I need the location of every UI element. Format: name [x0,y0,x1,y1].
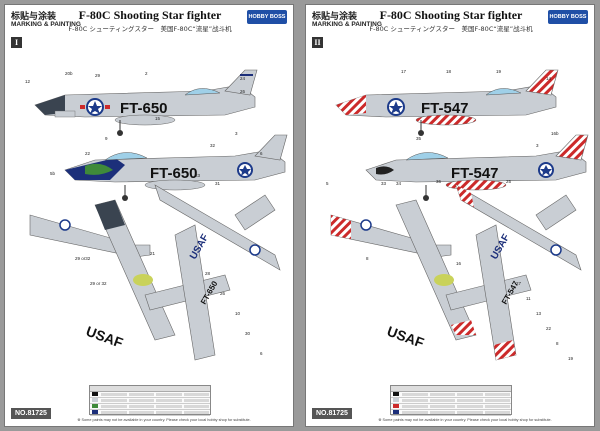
callout-23: 6 [260,351,263,356]
callout-13: 8 [366,256,369,261]
side-view-upper: FT-547 [335,69,559,136]
callout-1: 17 [401,69,407,74]
callout-5: 16b [551,131,559,136]
callout-9: 5b [50,171,56,176]
callout-10: 35 [416,136,422,141]
sheet-subtitle: F-80C シューティングスター 美国F-80C“流星”战斗机 [369,25,533,33]
callout-1: 12 [25,79,31,84]
callout-11: 36 [436,179,442,184]
side-view-lower: FT-547 [365,134,589,201]
aircraft-illustration: FT-547 FT-547 USAF [326,69,589,361]
hobbyboss-logo: HOBBY BOSS [247,10,287,24]
disclaimer: ※ Some paints may not be available in yo… [378,418,552,422]
header-english: MARKING & PAINTING [312,21,382,28]
header-english: MARKING & PAINTING [11,21,81,28]
callout-13: 22 [85,151,91,156]
callout-20: 19 [568,356,574,361]
callout-11: 9 [105,136,108,141]
footer: NO.81725 ※ Some paints may not be availa… [310,385,590,423]
top-view-right: USAF FT-650 [154,184,281,361]
color-table [89,385,211,416]
fuselage-code: FT-650 [120,100,168,117]
marking-sheet-1: 标贴与涂装 MARKING & PAINTING F-80C Shooting … [4,4,294,427]
callout-16: 29 or32 [75,256,91,261]
callout-7: 5 [326,181,329,186]
callout-3: 29 [95,73,101,78]
callout-15: 31 [215,181,221,186]
callout-16: 11 [526,296,531,301]
sheet-title: F-80C Shooting Star fighter [379,8,523,22]
callout-9: 34 [396,181,402,186]
callout-21: 10 [235,311,241,316]
fuselage-code: FT-547 [421,100,469,117]
callout-8: 33 [381,181,387,186]
callout-17: 29 or 32 [90,281,107,286]
callout-2: 18 [446,69,452,74]
header-chinese: 标贴与涂装 [312,12,358,22]
callout-18: 22 [546,326,552,331]
callout-8: 32 [210,143,216,148]
side-view-lower: FT-650 [64,134,288,201]
callout-6: 26 [240,89,246,94]
callout-14: 23 [195,173,201,178]
sheet-subtitle: F-80C シューティングスター 美国F-80C“流星”战斗机 [68,25,232,33]
callout-7: 3 [235,131,238,136]
disclaimer: ※ Some paints may not be available in yo… [77,418,251,422]
product-number: NO.81725 [11,408,51,419]
callout-12: 25 [506,179,512,184]
top-view-left: USAF [330,199,532,351]
callout-22: 30 [245,331,251,336]
sheet-title: F-80C Shooting Star fighter [78,8,222,22]
top-view-right: USAF FT-547 [455,184,582,361]
scheme-badge: I [11,37,22,48]
callout-6: 3 [536,143,539,148]
logo-text: HOBBY BOSS [549,14,587,20]
wing-text-left: USAF [385,323,427,351]
callout-20: 26 [220,291,226,296]
scheme-badge: II [312,37,323,48]
callout-17: 13 [536,311,542,316]
aircraft-illustration: FT-650 FT-650 USAF [25,69,288,361]
side-view-upper: FT-650 [34,69,258,136]
callout-10: 6 [260,151,263,156]
callout-19: 28 [205,271,211,276]
fuselage-code-2: FT-547 [451,165,499,182]
hobbyboss-logo: HOBBY BOSS [548,10,588,24]
callout-4: 14 [546,76,552,81]
logo-text: HOBBY BOSS [248,14,286,20]
callout-14: 16 [456,261,462,266]
callout-12: 15 [155,116,161,121]
callout-2: 20b [65,71,73,76]
footer: NO.81725 ※ Some paints may not be availa… [9,385,289,423]
callout-3: 19 [496,69,502,74]
callout-19: 8 [556,341,559,346]
header-chinese: 标贴与涂装 [11,12,57,22]
marking-sheet-2: 标贴与涂装 MARKING & PAINTING F-80C Shooting … [305,4,595,427]
callout-5: 24 [240,76,246,81]
wing-text-left: USAF [84,323,126,351]
color-table [390,385,512,416]
callout-4: 2 [145,71,148,76]
callout-18: 21 [150,251,156,256]
fuselage-code-2: FT-650 [150,165,198,182]
product-number: NO.81725 [312,408,352,419]
callout-15: 27 [516,281,522,286]
